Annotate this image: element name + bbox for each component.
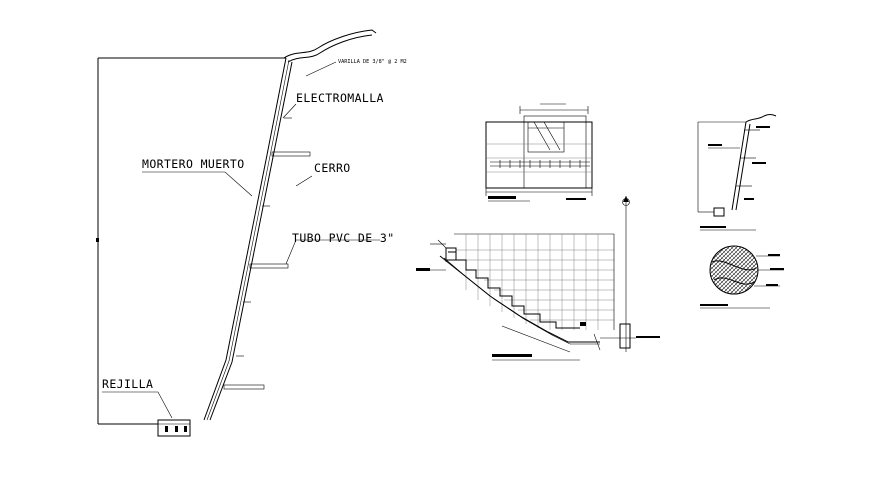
small-section-title-bar (700, 226, 726, 228)
drain-pipe (249, 263, 289, 269)
drain-pipes (223, 151, 311, 390)
leader-lines (102, 61, 380, 419)
label-electromalla: ELECTROMALLA (296, 91, 384, 105)
label-rejilla: REJILLA (102, 377, 153, 391)
plan-detail (485, 103, 593, 202)
plan-title-bar (488, 196, 516, 199)
small-wall-detail (697, 114, 777, 231)
terrain-top-profile (283, 29, 377, 59)
stair-steps (448, 251, 580, 329)
terrain-top-profile-inner (287, 34, 373, 63)
label-varilla: VARILLA DE 3/8" @ 2 M2 (338, 59, 407, 65)
stair-title-bar (492, 354, 532, 357)
label-cerro: CERRO (314, 161, 351, 175)
stair-vertical-grid (465, 234, 599, 330)
stair-upper-node (445, 247, 457, 261)
anchor-ticks (236, 117, 292, 357)
reference-tick (96, 238, 99, 242)
stair-section (416, 196, 660, 361)
wall-inner-face (209, 61, 293, 421)
stair-slab-underside (439, 255, 600, 343)
stair-horizontal-grid (456, 249, 614, 321)
wall-outer-face (203, 57, 287, 421)
wall-mesh-line (206, 59, 290, 421)
circular-mesh-detail (700, 245, 784, 309)
base-drain-grille (98, 419, 191, 437)
stair-slab-rebar (443, 257, 600, 345)
plan-scale-bar (566, 198, 586, 200)
drain-pipe (223, 384, 265, 390)
stair-lower-node (619, 323, 631, 349)
label-mortero-muerto: MORTERO MUERTO (142, 157, 245, 171)
plan-inner-box (523, 115, 587, 189)
plan-outline (485, 121, 593, 189)
label-tubo-pvc: TUBO PVC DE 3" (292, 231, 395, 245)
drain-pipe (271, 151, 311, 157)
retaining-wall-section: VARILLA DE 3/8" @ 2 M2 ELECTROMALLA MORT… (96, 29, 407, 437)
circle-detail-title-bar (700, 304, 728, 306)
